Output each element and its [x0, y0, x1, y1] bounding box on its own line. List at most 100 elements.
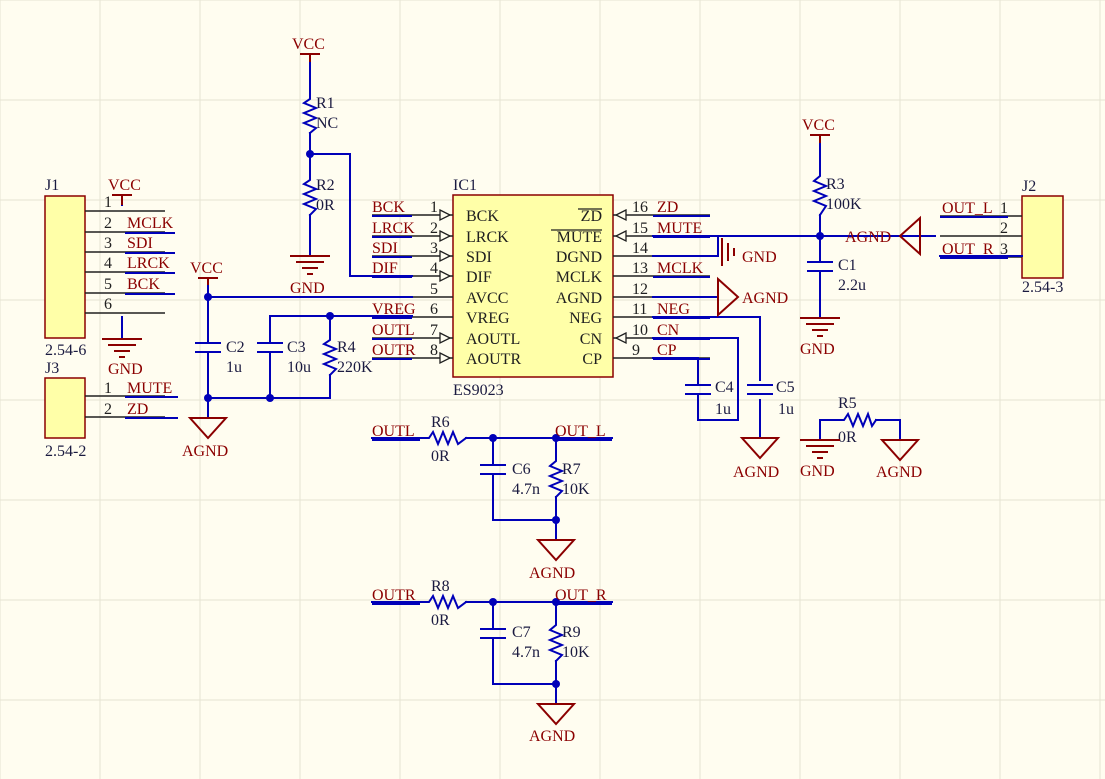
j1-body: [44, 195, 86, 339]
ic1-pin-name: CN: [580, 331, 603, 348]
j3-ref: J3: [45, 360, 59, 377]
j1-pin-6[interactable]: 6: [85, 296, 165, 314]
net-label: MCLK: [127, 215, 174, 232]
gnd-symbol-c1: GND: [800, 317, 840, 358]
c6-ref: C6: [512, 461, 531, 478]
net-label: LRCK: [372, 220, 415, 237]
resistor-r3[interactable]: R3 100K: [811, 171, 862, 217]
resistor-r5[interactable]: R5 0R: [838, 395, 878, 446]
agnd-symbol-outl: AGND: [529, 539, 577, 582]
junction-dot: [816, 232, 824, 240]
j3-value: 2.54-2: [45, 443, 86, 460]
junction-dot: [204, 394, 212, 402]
gnd-label: GND: [800, 341, 835, 358]
ic1-pin-name: AOUTL: [466, 331, 520, 348]
ic1-pin-num: 7: [430, 322, 438, 339]
agnd-symbol-r5: AGND: [876, 439, 922, 481]
ic1-pin-num: 4: [430, 260, 438, 277]
c7-ref: C7: [512, 624, 531, 641]
ic1-pin-name: AOUTR: [466, 351, 521, 368]
resistor-r4[interactable]: R4 220K: [321, 335, 373, 377]
gnd-symbol-r2: GND: [290, 255, 330, 297]
capacitor-c7[interactable]: C7 4.7n: [480, 623, 540, 661]
resistor-r6[interactable]: R6 0R: [424, 414, 468, 465]
net-label-out-l: OUT_L: [555, 423, 606, 440]
j2-pin-2[interactable]: 2: [940, 220, 1022, 237]
wires: [121, 61, 1023, 705]
j1-pin-1[interactable]: 1: [85, 194, 165, 212]
agnd-symbol-outr: AGND: [529, 703, 577, 745]
capacitor-c3[interactable]: C3 10u: [257, 337, 311, 376]
net-label: CP: [657, 342, 677, 359]
capacitor-c5[interactable]: C5 1u: [747, 379, 795, 418]
agnd-label: AGND: [845, 229, 891, 246]
ic1-pin-num: 3: [430, 240, 438, 257]
r3-ref: R3: [826, 176, 845, 193]
vcc-symbol-j1: VCC: [108, 177, 141, 205]
capacitor-c1[interactable]: C1 2.2u: [807, 255, 866, 294]
r3-value: 100K: [826, 196, 862, 213]
ic1-es9023[interactable]: IC1 ES9023 1BCKBCK2LRCKLRCK3SDISDI4DIFDI…: [372, 177, 710, 399]
ic1-pin-num: 11: [632, 301, 647, 318]
resistor-r2[interactable]: R2 0R: [301, 175, 335, 217]
r7-ref: R7: [562, 461, 581, 478]
junction-dot: [552, 680, 560, 688]
resistor-r7[interactable]: R7 10K: [547, 456, 590, 499]
ic1-pin-name: SDI: [466, 249, 492, 266]
j1-pin-5[interactable]: 5 BCK: [85, 276, 175, 295]
c4-value: 1u: [715, 401, 731, 418]
junction-dot: [306, 150, 314, 158]
net-label: ZD: [657, 199, 678, 216]
junction-dot: [326, 312, 334, 320]
gnd-symbol-r5: GND: [800, 439, 840, 480]
j1-pin-num: 5: [104, 276, 112, 293]
ic1-pin-name: AVCC: [466, 290, 508, 307]
resistor-r9[interactable]: R9 10K: [547, 620, 590, 663]
net-label: BCK: [372, 199, 405, 216]
agnd-symbol-c5: AGND: [733, 437, 781, 481]
net-label: ZD: [127, 401, 148, 418]
r5-ref: R5: [838, 395, 857, 412]
resistor-r1[interactable]: R1 NC: [301, 94, 338, 135]
j2-body: [1021, 195, 1064, 279]
agnd-label: AGND: [529, 565, 575, 582]
r6-ref: R6: [431, 414, 450, 431]
net-label: OUTL: [372, 322, 415, 339]
capacitor-c2[interactable]: C2 1u: [195, 337, 245, 376]
capacitor-c6[interactable]: C6 4.7n: [480, 459, 540, 498]
c3-ref: C3: [287, 339, 306, 356]
net-label: MUTE: [127, 380, 172, 397]
vcc-label: VCC: [292, 36, 325, 53]
ic1-pin-num: 16: [632, 199, 648, 216]
resistor-r8[interactable]: R8 0R: [424, 578, 468, 629]
j1-ref: J1: [45, 177, 59, 194]
c4-ref: C4: [715, 379, 734, 396]
ic1-pin-num: 13: [632, 260, 648, 277]
capacitor-c4[interactable]: C4 1u: [685, 379, 734, 418]
c1-ref: C1: [838, 257, 857, 274]
net-label: BCK: [127, 276, 160, 293]
net-label: SDI: [372, 240, 398, 257]
r5-value: 0R: [838, 429, 857, 446]
vcc-label: VCC: [802, 117, 835, 134]
r8-ref: R8: [431, 578, 450, 595]
